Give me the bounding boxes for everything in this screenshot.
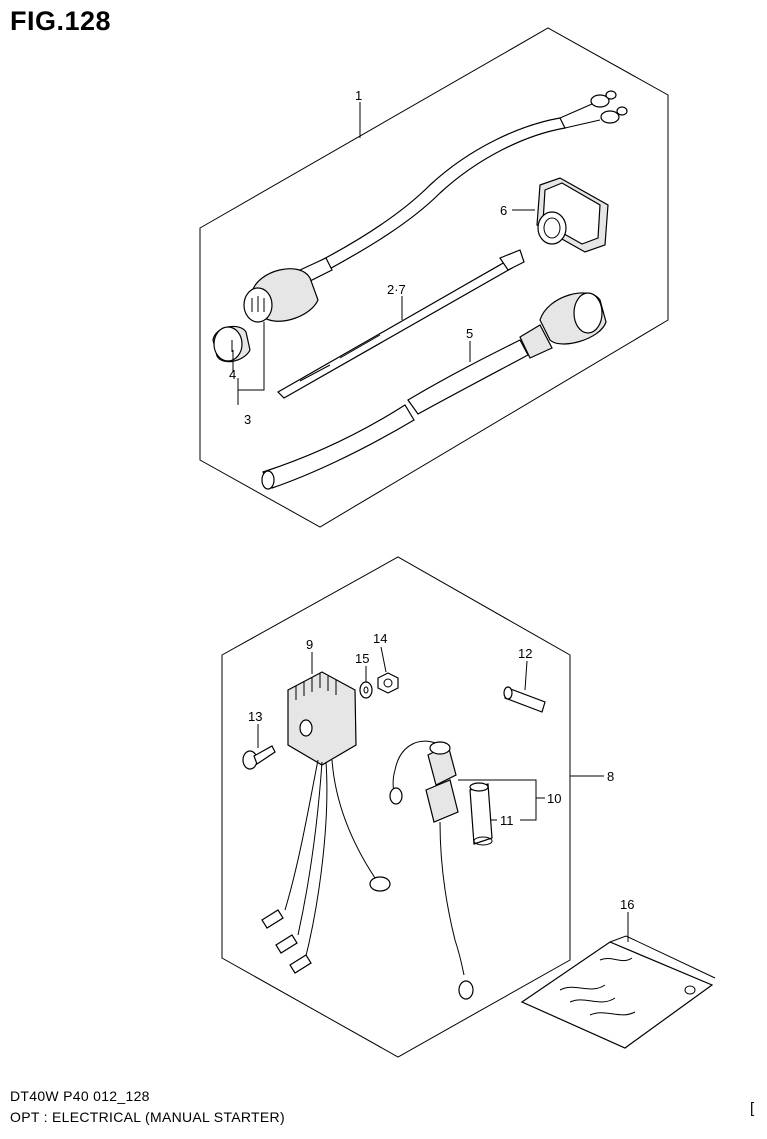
callout-8: 8 xyxy=(607,769,614,784)
lower-leader-lines xyxy=(257,646,629,942)
lower-group-outline xyxy=(221,556,571,1058)
part-10-fuse-holder xyxy=(389,740,474,1000)
figure-description: OPT : ELECTRICAL (MANUAL STARTER) xyxy=(10,1109,285,1125)
callout-9: 9 xyxy=(306,637,313,652)
upper-leader-lines xyxy=(232,102,535,405)
part-11-fuse xyxy=(469,782,493,846)
part-2-7-cable-tie xyxy=(277,249,525,399)
callout-4: 4 xyxy=(229,367,236,382)
part-9-regulator xyxy=(261,671,391,974)
part-12-pin xyxy=(503,686,546,713)
part-15-washer xyxy=(359,681,373,699)
callout-15: 15 xyxy=(355,651,369,666)
callout-5: 5 xyxy=(466,326,473,341)
corner-mark: [ xyxy=(750,1100,755,1117)
part-14-nut xyxy=(377,672,399,694)
callout-12: 12 xyxy=(518,646,532,661)
part-1-harness xyxy=(243,90,628,323)
part-16-bag xyxy=(520,935,716,1049)
callout-6: 6 xyxy=(500,203,507,218)
callout-10: 10 xyxy=(547,791,561,806)
callout-14: 14 xyxy=(373,631,387,646)
figure-title: FIG.128 xyxy=(10,6,112,36)
part-6-grommet xyxy=(536,177,609,253)
part-4-cap xyxy=(212,325,251,363)
part-5-tube xyxy=(261,292,607,490)
upper-group-outline xyxy=(199,27,669,528)
callout-16: 16 xyxy=(620,897,634,912)
callout-3: 3 xyxy=(244,412,251,427)
callout-2-7: 2·7 xyxy=(387,282,406,297)
callout-1: 1 xyxy=(355,88,362,103)
callout-13: 13 xyxy=(248,709,262,724)
part-13-screw xyxy=(242,745,276,770)
figure-code: DT40W P40 012_128 xyxy=(10,1088,150,1104)
callout-11: 11 xyxy=(500,813,514,828)
